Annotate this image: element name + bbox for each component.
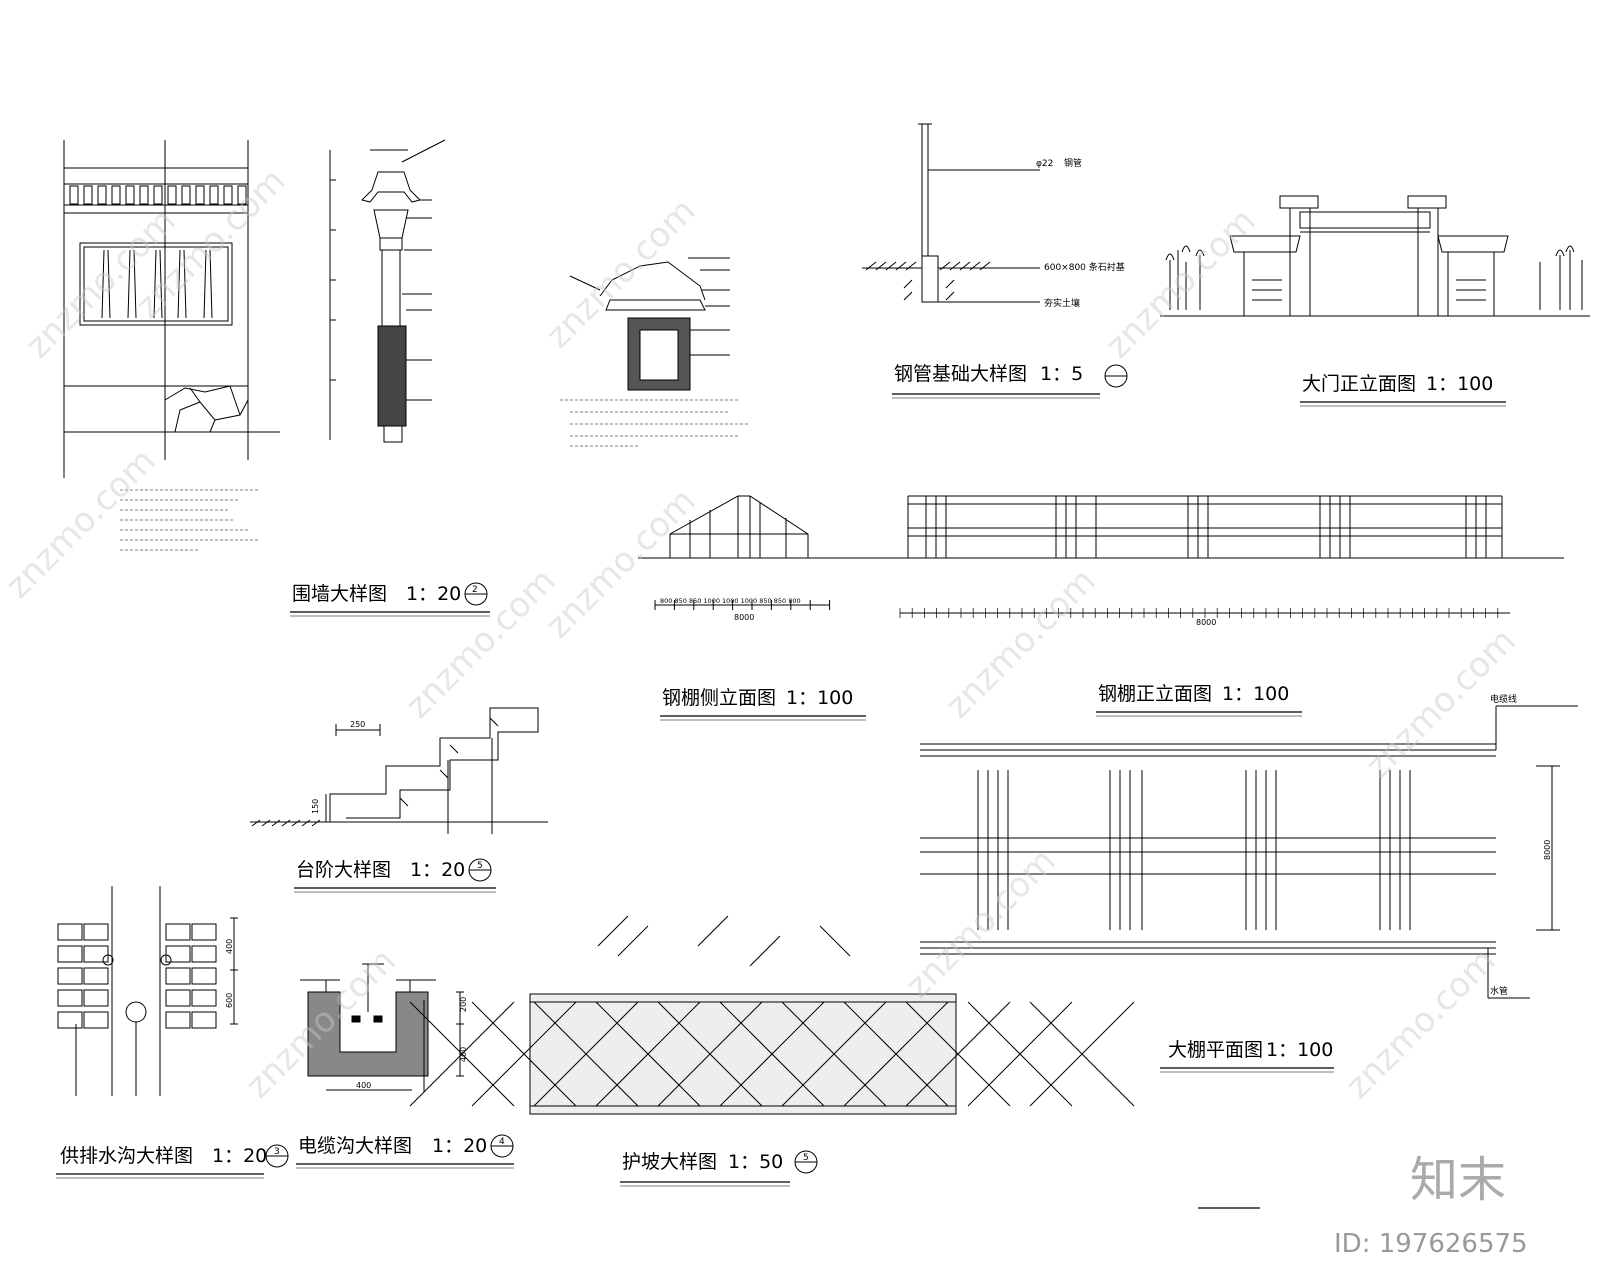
cable-line-label: 电缆线 [1490, 693, 1517, 705]
steps-title: 台阶大样图 [296, 859, 391, 881]
slope-protection-drawing [409, 915, 1135, 1115]
gate-elevation-drawing [1160, 195, 1590, 317]
stone-label: 600×800 条石衬基 [1044, 261, 1125, 273]
cable-scale: 1：20 [432, 1135, 487, 1157]
plan-scale: 1：100 [1266, 1039, 1333, 1061]
detail-index-circles [265, 364, 1128, 1174]
side-dim: 8000 [734, 613, 754, 622]
cable-title: 电缆沟大样图 [298, 1135, 412, 1157]
drain-title: 供排水沟大样图 [60, 1145, 193, 1167]
svg-text:znzmo.com: znzmo.com [1098, 201, 1263, 366]
steps-scale: 1：20 [410, 859, 465, 881]
wall-scale: 1：20 [406, 583, 461, 605]
brand-logo: 知末 [1410, 1152, 1506, 1208]
shed-front-elevation-drawing [899, 495, 1510, 618]
water-pipe-label: 水管 [1490, 985, 1508, 997]
plan-dim: 8000 [1543, 840, 1552, 860]
wall-elevation-drawing [63, 140, 280, 478]
trench-width-dim: 400 [356, 1081, 371, 1090]
svg-text:znzmo.com: znzmo.com [938, 561, 1103, 726]
svg-text:znzmo.com: znzmo.com [538, 481, 703, 646]
wall-detail-no: 2 [472, 585, 478, 595]
title-underlines [56, 393, 1506, 1209]
slope-detail-no: 5 [803, 1153, 809, 1163]
shed-side-title: 钢棚侧立面图 [662, 687, 776, 709]
soil-label: 夯实土壤 [1044, 297, 1080, 309]
drain-detail-drawing [57, 886, 238, 1096]
eave-detail-drawing [560, 257, 750, 447]
slope-scale: 1：50 [728, 1151, 783, 1173]
svg-text:znzmo.com: znzmo.com [0, 441, 164, 606]
drain-h2-dim: 600 [225, 993, 234, 1008]
shed-front-scale: 1：100 [1222, 683, 1289, 705]
svg-text:znzmo.com: znzmo.com [1338, 941, 1503, 1106]
drain-detail-no: 3 [274, 1147, 280, 1157]
svg-text:znzmo.com: znzmo.com [238, 941, 403, 1106]
svg-text:znzmo.com: znzmo.com [898, 841, 1063, 1006]
step-height-dim: 150 [311, 799, 320, 814]
wall-notes [120, 489, 260, 551]
side-dims-row: 800 850 850 1000 1000 1000 850 850 800 [660, 597, 801, 605]
pipe-foundation-drawing [862, 123, 1040, 303]
shed-plan-drawing [920, 705, 1578, 999]
gate-scale: 1：100 [1426, 373, 1493, 395]
wall-title: 围墙大样图 [292, 583, 387, 605]
pipe-scale: 1：5 [1040, 363, 1083, 385]
watermarks: znzmo.com znzmo.com znzmo.com znzmo.com … [0, 161, 1524, 1106]
drain-scale: 1：20 [212, 1145, 267, 1167]
slope-title: 护坡大样图 [622, 1151, 717, 1173]
wall-section-drawing [329, 139, 446, 443]
trench-depth2-dim: 400 [459, 1047, 468, 1062]
gate-title: 大门正立面图 [1302, 373, 1416, 395]
drain-h1-dim: 400 [225, 939, 234, 954]
shed-front-title: 钢棚正立面图 [1098, 683, 1212, 705]
pipe-dia-label: φ22 [1036, 159, 1053, 169]
front-dim: 8000 [1196, 618, 1216, 627]
pipe-title: 钢管基础大样图 [894, 363, 1027, 385]
pipe-name-label: 钢管 [1064, 157, 1082, 169]
shed-side-elevation-drawing [638, 495, 1564, 610]
step-width-dim: 250 [350, 720, 365, 729]
trench-depth1-dim: 200 [459, 997, 468, 1012]
steps-detail-drawing [250, 707, 548, 834]
steps-detail-no: 5 [477, 861, 483, 871]
shed-side-scale: 1：100 [786, 687, 853, 709]
cable-detail-no: 4 [499, 1137, 505, 1147]
plan-title: 大棚平面图 [1168, 1039, 1263, 1061]
brand-id: ID: 197626575 [1334, 1229, 1528, 1259]
